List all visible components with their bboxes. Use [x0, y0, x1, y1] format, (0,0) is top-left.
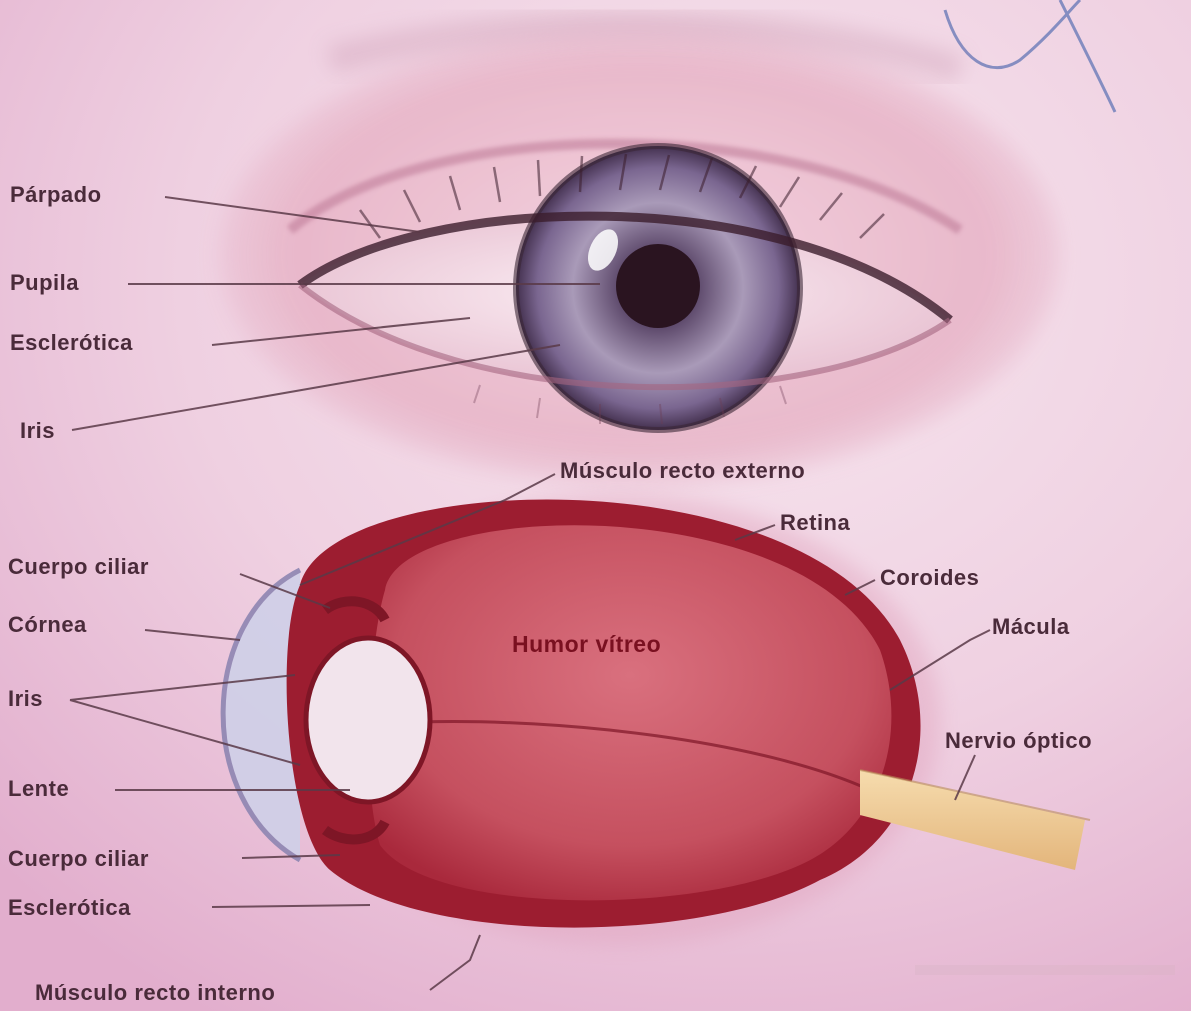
label-lens: Lente — [8, 776, 69, 801]
label-macula: Mácula — [992, 614, 1070, 639]
lens-shape — [306, 638, 430, 802]
external-eye — [220, 24, 1060, 485]
label-eyelid: Párpado — [10, 182, 102, 207]
label-pupil: Pupila — [10, 270, 79, 295]
pupil-outer — [616, 244, 700, 328]
vitreous-chamber — [369, 525, 892, 900]
label-lateral-rectus: Músculo recto externo — [560, 458, 805, 483]
label-choroid: Coroides — [880, 565, 979, 590]
label-medial-rectus: Músculo recto interno — [35, 980, 275, 1005]
label-vitreous-humor: Humor vítreo — [512, 631, 661, 657]
label-sclera-external: Esclerótica — [10, 330, 133, 355]
label-retina: Retina — [780, 510, 851, 535]
label-cornea: Córnea — [8, 612, 87, 637]
label-ciliary-body-top: Cuerpo ciliar — [8, 554, 149, 579]
label-optic-nerve: Nervio óptico — [945, 728, 1092, 753]
label-iris-external: Iris — [20, 418, 55, 443]
label-ciliary-body-bottom: Cuerpo ciliar — [8, 846, 149, 871]
label-sclera-section: Esclerótica — [8, 895, 131, 920]
label-iris-section: Iris — [8, 686, 43, 711]
